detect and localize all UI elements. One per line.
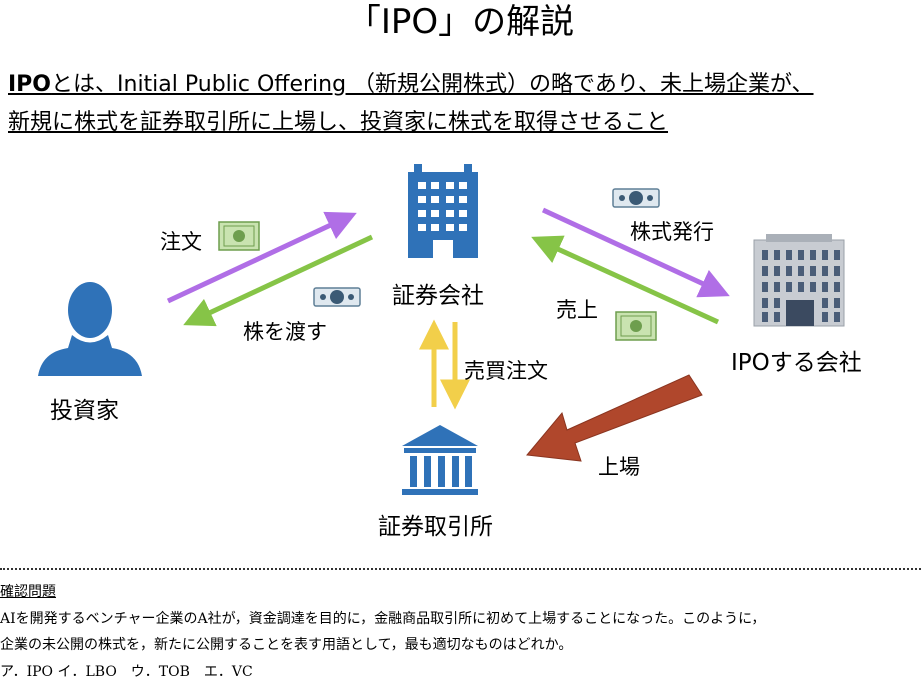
issue-shares-arrow: [541, 207, 730, 298]
dollar-banknote-icon: [612, 188, 660, 208]
euro-banknote-icon: [615, 311, 657, 341]
quiz-question-line-2: 企業の未公開の株式を，新たに公開することを表す用語として，最も適切なものはどれか…: [0, 637, 573, 653]
definition-line-2: 新規に株式を証券取引所に上場し、投資家に株式を取得させること: [8, 110, 669, 135]
quiz-choices: ア．IPO イ．LBO ウ．TOB エ．VC: [0, 664, 253, 680]
trade-order-label: 売買注文: [464, 359, 548, 383]
deliver-shares-arrow: [183, 234, 374, 327]
ipo-company-label: IPOする会社: [731, 350, 862, 376]
order-arrow: [166, 211, 357, 304]
page-title: 「IPO」の解説: [346, 2, 575, 42]
listing-arrow: [526, 374, 703, 462]
dollar-banknote-icon: [313, 287, 361, 307]
issue-shares-label: 株式発行: [630, 220, 714, 244]
office-building-icon: [408, 164, 478, 258]
definition-line-1: IPOとは、Initial Public Offering （新規公開株式）の略…: [8, 66, 814, 98]
definition-line-1-text: とは、Initial Public Offering （新規公開株式）の略であり…: [51, 72, 814, 97]
stock-exchange-label: 証券取引所: [378, 514, 493, 540]
corporate-building-icon: [753, 234, 845, 327]
dotted-divider: [0, 568, 921, 570]
sales-arrow: [531, 235, 720, 325]
listing-label: 上場: [598, 455, 640, 479]
bank-icon: [402, 425, 478, 495]
deliver-shares-label: 株を渡す: [243, 320, 327, 344]
quiz-heading: 確認問題: [0, 584, 56, 600]
order-label: 注文: [160, 230, 202, 254]
person-silhouette-icon: [38, 282, 142, 376]
ipo-flow-diagram: [38, 164, 845, 495]
definition-term: IPO: [8, 72, 52, 97]
securities-company-label: 証券会社: [392, 283, 484, 309]
investor-label: 投資家: [50, 398, 119, 424]
euro-banknote-icon: [218, 221, 260, 251]
quiz-question-line-1: AIを開発するベンチャー企業のA社が，資金調達を目的に，金融商品取引所に初めて上…: [0, 611, 766, 627]
sales-label: 売上: [556, 298, 598, 322]
